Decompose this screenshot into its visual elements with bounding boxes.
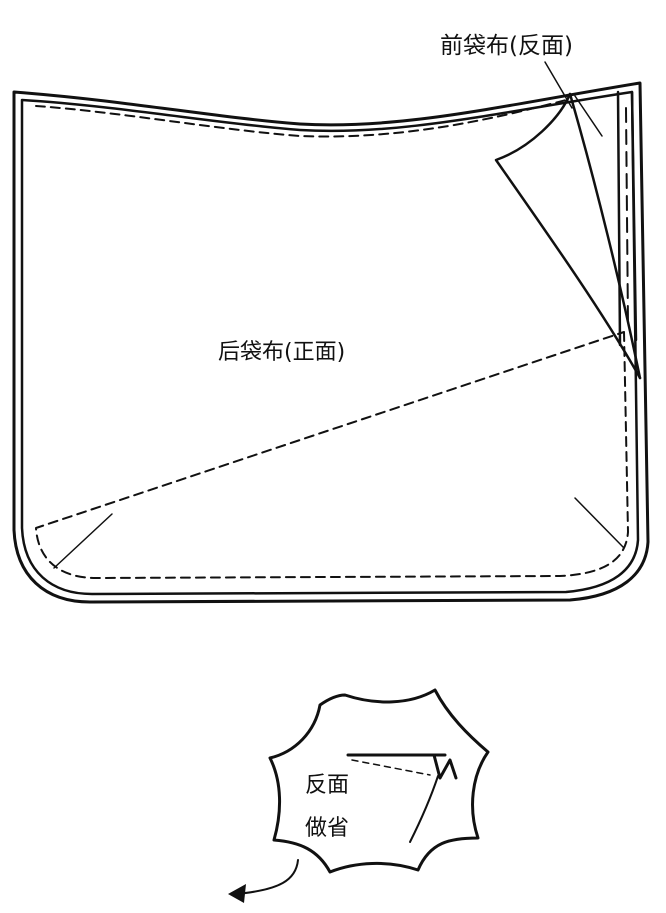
- corner-mark-left: [53, 513, 113, 569]
- dart-curve: [409, 775, 439, 843]
- detail-bubble: [268, 688, 490, 874]
- front-pocket-lining-label: 前袋布(反面): [440, 33, 573, 59]
- dart-detail-label-line2: 做省: [305, 816, 350, 841]
- back-pocket-lining-label: 后袋布(正面): [218, 340, 346, 365]
- dart-dashed-line: [351, 759, 431, 776]
- stitch-line: [35, 99, 629, 579]
- dart-point: [432, 753, 458, 780]
- fold-crease-line: [574, 95, 603, 137]
- front-lining-strip-stitch: [625, 107, 629, 326]
- folded-corner-flap: [494, 92, 642, 380]
- corner-mark-right: [574, 497, 625, 549]
- front-label-leader: [544, 61, 573, 109]
- back-lining-outer-outline: [12, 81, 650, 604]
- front-lining-strip: [616, 90, 638, 347]
- dart-detail-label-line1: 反面: [305, 773, 350, 798]
- detail-pointer-line: [235, 859, 299, 895]
- detail-pointer-arrowhead: [228, 884, 246, 903]
- folded-corner-edge: [568, 92, 642, 380]
